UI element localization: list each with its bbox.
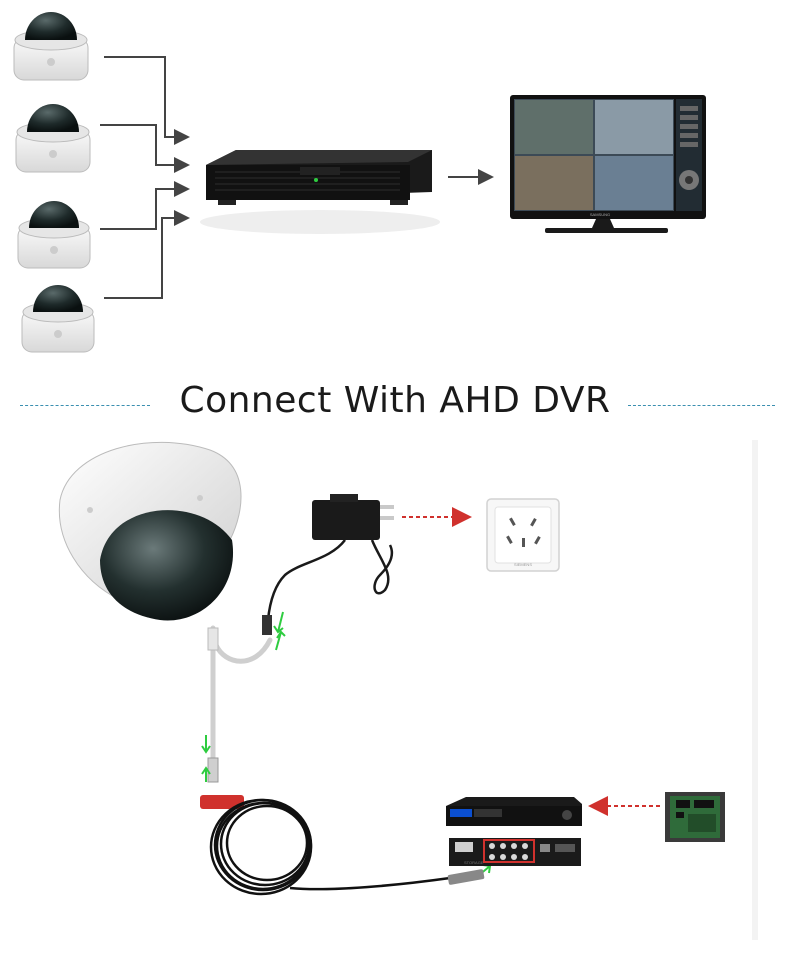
- section-title: Connect With AHD DVR: [0, 380, 790, 421]
- red-coupler: [200, 795, 244, 809]
- dvr-rear-label: STORAGE: [464, 860, 484, 865]
- dvr-recorder-icon: [200, 150, 440, 234]
- dc-plug: [207, 627, 219, 651]
- edge-shade: [752, 440, 758, 940]
- dome-camera-icon: [17, 201, 91, 269]
- bnc-connector: [207, 757, 219, 783]
- top-diagram: SAMSUNG: [13, 12, 706, 353]
- dome-camera-icon: [58, 441, 242, 621]
- camera-connection-lines: [100, 56, 494, 299]
- monitor-icon: [510, 95, 706, 233]
- left-divider: [20, 405, 150, 406]
- dvr-rear-panel: [449, 838, 581, 866]
- section-title-text: Connect With AHD DVR: [157, 380, 633, 421]
- bnc-end: [447, 869, 485, 885]
- monitor-brand: SAMSUNG: [590, 212, 610, 217]
- wall-outlet-icon: [486, 498, 560, 572]
- dome-camera-icon: [15, 104, 91, 173]
- hard-drive-icon: [665, 792, 725, 842]
- dome-camera-icon: [13, 12, 89, 81]
- adapter-plug: [262, 615, 272, 635]
- camera-pigtail: [210, 625, 273, 763]
- adapter-cable: [266, 539, 394, 621]
- right-divider: [628, 405, 775, 406]
- power-adapter-icon: [312, 494, 394, 540]
- dome-camera-icon: [21, 285, 95, 353]
- cable-coil-icon: [209, 798, 451, 896]
- green-arrows: [201, 611, 492, 877]
- dvr-recorder-icon: [446, 797, 582, 826]
- outlet-brand: SIEMENS: [514, 562, 532, 567]
